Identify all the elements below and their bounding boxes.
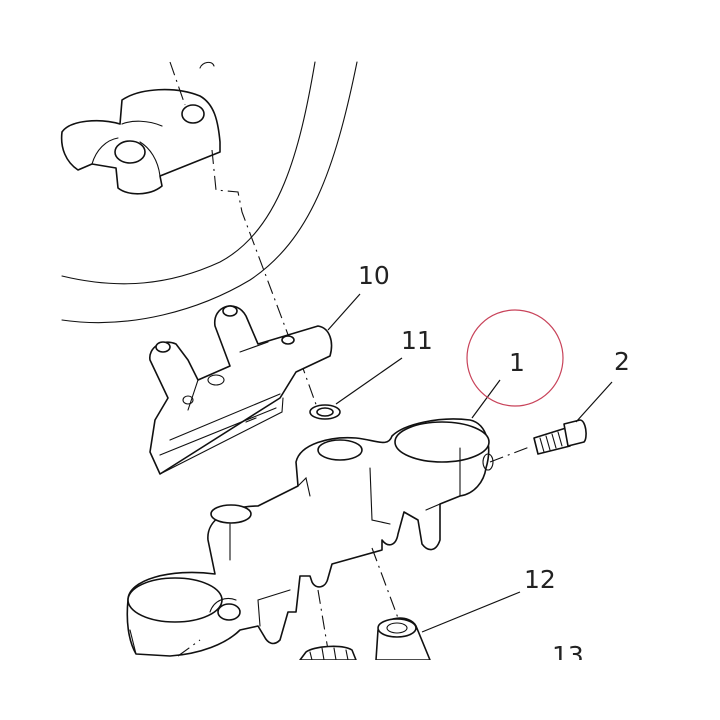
part-13-nut [299,645,357,661]
centerline-lower [177,445,533,657]
callout-12: 12 [524,565,556,594]
part-12-sleeve [375,617,431,661]
part-1-triple-clamp [126,418,494,657]
callout-1-highlight-circle [466,309,564,407]
upper-handlebar-clamp [60,61,221,195]
part-10-bracket [149,305,333,475]
leader-lines [327,293,613,633]
part-11-washer [309,404,341,420]
part-2-bolt [533,419,587,455]
crop-mask [0,660,720,720]
callout-1: 1 [509,348,525,377]
callout-10: 10 [358,261,390,290]
callout-11: 11 [401,326,433,355]
callout-2: 2 [614,347,630,376]
frame-outline [61,61,358,324]
